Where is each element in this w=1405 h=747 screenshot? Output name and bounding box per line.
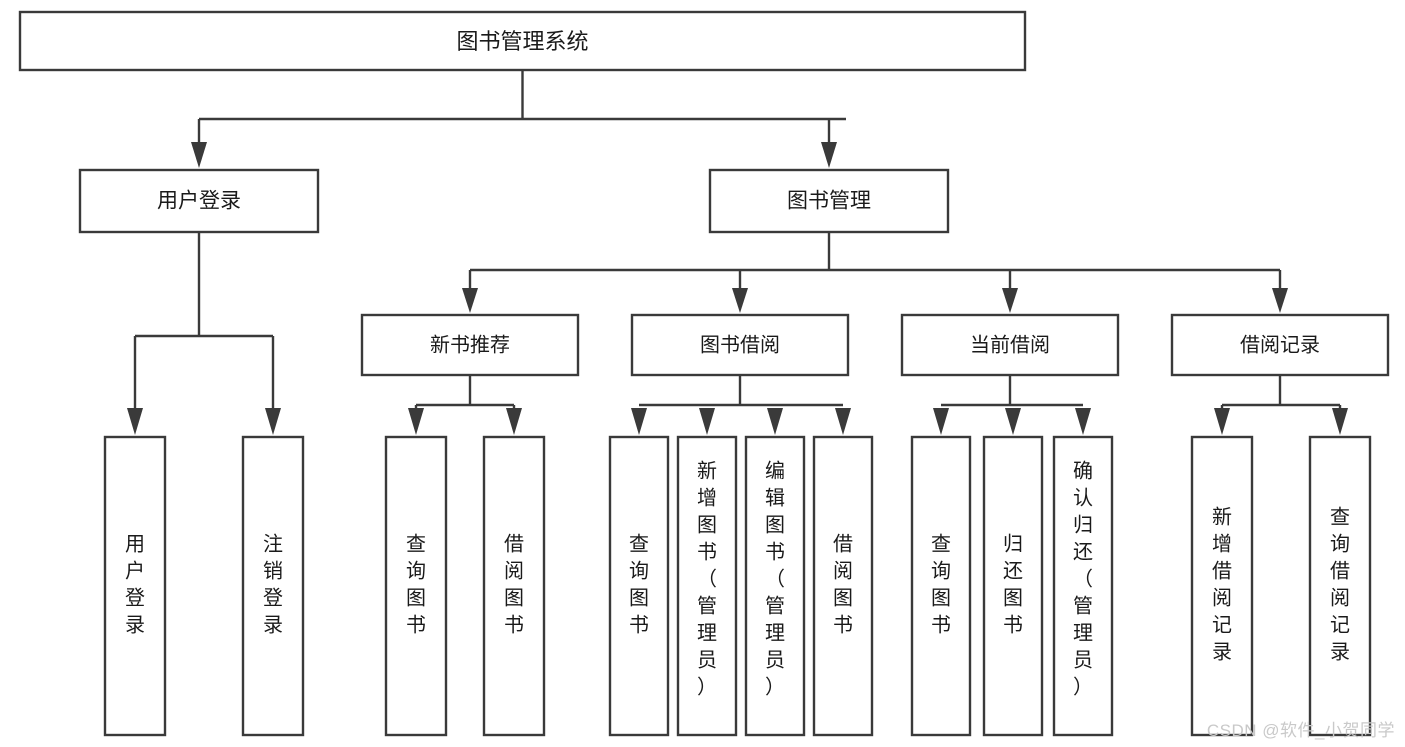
node-leaf-borrow-book-1-box[interactable] (482, 435, 546, 737)
node-leaf-confirm-return-box[interactable] (1052, 435, 1114, 737)
node-user-login[interactable]: 用户登录 (78, 168, 320, 234)
node-current-borrow[interactable]: 当前借阅 (900, 313, 1120, 377)
node-leaf-borrow-book-2[interactable]: 借阅图书 (812, 435, 874, 737)
node-leaf-return-book-label: 归还图书 (1003, 533, 1023, 637)
node-leaf-user-login[interactable]: 用户登录 (103, 435, 167, 737)
node-root[interactable]: 图书管理系统 (18, 10, 1027, 72)
node-leaf-add-record-label: 新增借阅记录 (1212, 506, 1232, 664)
arrowhead-leaf-borrow-book-2 (835, 408, 851, 435)
node-book-borrow[interactable]: 图书借阅 (630, 313, 850, 377)
node-current-borrow-box[interactable] (900, 313, 1120, 377)
watermark-text: CSDN @软件_小贺同学 (1206, 721, 1395, 740)
arrowhead-leaf-add-record (1214, 408, 1230, 435)
leaf-node-layer: 用户登录 注销登录 查询图书 借阅图书 查询图书 新增图书（管理员） 编辑图书（管理员） 借阅… (103, 435, 1372, 737)
node-book-borrow-box[interactable] (630, 313, 850, 377)
arrowhead-leaf-user-login (127, 408, 143, 435)
node-leaf-return-book-box[interactable] (982, 435, 1044, 737)
node-leaf-query-book-1-label: 查询图书 (406, 533, 426, 637)
arrowhead-leaf-confirm-return (1075, 408, 1091, 435)
arrowhead-leaf-borrow-book-1 (506, 408, 522, 435)
node-leaf-borrow-book-1[interactable]: 借阅图书 (482, 435, 546, 737)
node-leaf-confirm-return[interactable]: 确认归还（管理员） (1052, 435, 1114, 737)
node-current-borrow-label: 当前借阅 (970, 333, 1050, 356)
node-leaf-user-logout-box[interactable] (241, 435, 305, 737)
node-root-label: 图书管理系统 (456, 29, 588, 54)
node-new-book-recommend[interactable]: 新书推荐 (360, 313, 580, 377)
node-leaf-query-book-3[interactable]: 查询图书 (910, 435, 972, 737)
connector-group-new-book-recommend (408, 375, 522, 435)
node-book-manage-box[interactable] (708, 168, 950, 234)
arrowhead-book-borrow (732, 288, 748, 313)
arrowhead-borrow-record (1272, 288, 1288, 313)
node-leaf-add-record[interactable]: 新增借阅记录 (1190, 435, 1254, 737)
node-leaf-query-book-2[interactable]: 查询图书 (608, 435, 670, 737)
node-leaf-return-book[interactable]: 归还图书 (982, 435, 1044, 737)
node-leaf-user-login-label: 用户登录 (125, 534, 145, 637)
node-leaf-edit-book-box[interactable] (744, 435, 806, 737)
node-leaf-user-logout[interactable]: 注销登录 (241, 435, 305, 737)
node-leaf-user-logout-label: 注销登录 (263, 533, 283, 637)
node-borrow-record[interactable]: 借阅记录 (1170, 313, 1390, 377)
node-root-box[interactable] (18, 10, 1027, 72)
node-leaf-query-book-3-box[interactable] (910, 435, 972, 737)
node-leaf-add-book-label: 新增图书（管理员） (697, 460, 717, 699)
node-book-borrow-label: 图书借阅 (700, 333, 780, 356)
arrowhead-book-manage (821, 142, 837, 168)
arrowhead-leaf-user-logout (265, 408, 281, 435)
node-borrow-record-label: 借阅记录 (1240, 333, 1320, 356)
connector-group-user-login (127, 232, 281, 435)
node-book-manage-label: 图书管理 (787, 190, 871, 213)
arrowhead-leaf-return-book (1005, 408, 1021, 435)
connector-group-book-borrow (631, 375, 851, 435)
arrowhead-current-borrow (1002, 288, 1018, 313)
node-leaf-borrow-book-2-label: 借阅图书 (833, 533, 853, 637)
arrowhead-leaf-query-record (1332, 408, 1348, 435)
connector-group-borrow-record (1214, 375, 1348, 435)
node-user-login-label: 用户登录 (157, 190, 241, 213)
arrowhead-user-login (191, 142, 207, 168)
node-book-manage[interactable]: 图书管理 (708, 168, 950, 234)
node-leaf-add-record-box[interactable] (1190, 435, 1254, 737)
node-leaf-confirm-return-label: 确认归还（管理员） (1073, 460, 1093, 699)
node-leaf-query-book-3-label: 查询图书 (931, 533, 951, 637)
node-leaf-query-record[interactable]: 查询借阅记录 (1308, 435, 1372, 737)
node-leaf-borrow-book-2-box[interactable] (812, 435, 874, 737)
node-borrow-record-box[interactable] (1170, 313, 1390, 377)
node-leaf-query-book-1-box[interactable] (384, 435, 448, 737)
arrowhead-leaf-query-book-1 (408, 408, 424, 435)
connector-group-root (191, 70, 846, 168)
node-leaf-edit-book[interactable]: 编辑图书（管理员） (744, 435, 806, 737)
arrowhead-leaf-query-book-2 (631, 408, 647, 435)
node-leaf-borrow-book-1-label: 借阅图书 (504, 533, 524, 637)
node-leaf-query-book-2-label: 查询图书 (629, 533, 649, 637)
node-leaf-add-book[interactable]: 新增图书（管理员） (676, 435, 738, 737)
arrowhead-new-book-recommend (462, 288, 478, 313)
node-leaf-edit-book-label: 编辑图书（管理员） (765, 460, 785, 699)
connector-group-current-borrow (933, 375, 1091, 435)
node-new-book-recommend-box[interactable] (360, 313, 580, 377)
node-leaf-query-record-box[interactable] (1308, 435, 1372, 737)
node-user-login-box[interactable] (78, 168, 320, 234)
node-new-book-recommend-label: 新书推荐 (430, 333, 510, 356)
node-leaf-add-book-box[interactable] (676, 435, 738, 737)
node-leaf-user-login-box[interactable] (103, 435, 167, 737)
node-leaf-query-record-label: 查询借阅记录 (1330, 506, 1350, 664)
arrowhead-leaf-add-book (699, 408, 715, 435)
connector-group-book-manage (462, 232, 1288, 313)
arrowhead-leaf-edit-book (767, 408, 783, 435)
node-leaf-query-book-2-box[interactable] (608, 435, 670, 737)
arrowhead-leaf-query-book-3 (933, 408, 949, 435)
node-leaf-query-book-1[interactable]: 查询图书 (384, 435, 448, 737)
